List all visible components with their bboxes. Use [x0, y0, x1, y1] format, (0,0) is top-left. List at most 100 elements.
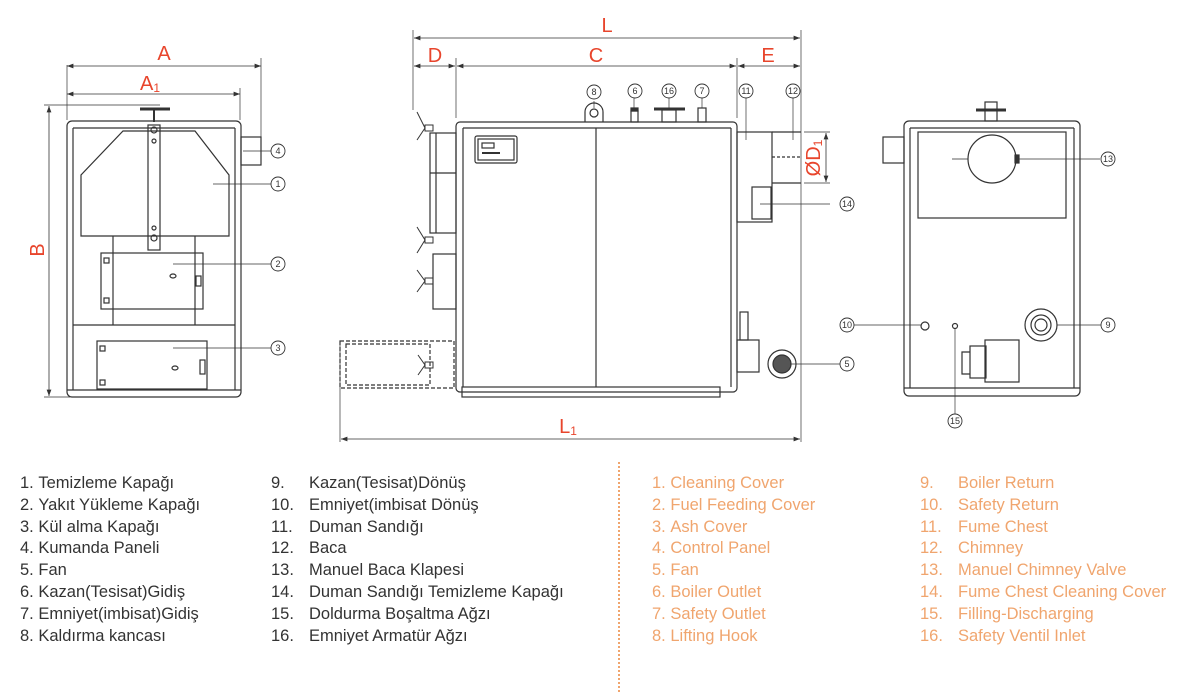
legend-item: 14.Fume Chest Cleaning Cover	[920, 582, 1167, 601]
rear-callouts	[839, 151, 1116, 429]
manual-chimney-valve	[967, 134, 1017, 184]
callout-4-text: 4	[275, 146, 280, 156]
callout-11-text: 11	[741, 86, 750, 96]
legend-item: 9.Boiler Return	[920, 474, 1055, 492]
callout-7	[694, 83, 710, 99]
legend-item: 13.Manuel Chimney Valve	[920, 561, 1127, 580]
callout-4	[270, 143, 286, 159]
legend-item: 5. Fan	[652, 561, 699, 580]
legend-item: 3. Ash Cover	[652, 517, 748, 536]
callout-12-text: 12	[788, 86, 798, 96]
legend-item: 14.Duman Sandığı Temizleme Kapağı	[271, 582, 564, 601]
callout-10	[839, 317, 855, 333]
callout-1	[270, 176, 286, 192]
legend-item: 15.Filling-Discharging	[920, 604, 1094, 623]
legend-item: 2. Yakıt Yükleme Kapağı	[20, 495, 201, 514]
callout-3-text: 3	[275, 343, 280, 353]
callout-15	[947, 413, 963, 429]
callout-5	[839, 356, 855, 372]
legend-item: 3. Kül alma Kapağı	[20, 517, 160, 536]
legend-item: 5. Fan	[20, 561, 67, 580]
legend-item: 7. Safety Outlet	[652, 604, 766, 623]
callout-16-text: 16	[664, 86, 674, 96]
legend-item: 4. Kumanda Paneli	[20, 539, 160, 558]
callout-16	[661, 83, 677, 99]
legend-item: 15.Doldurma Boşaltma Ağzı	[271, 604, 491, 623]
callout-6-text: 6	[632, 86, 637, 96]
handles	[416, 111, 434, 376]
legend-item: 6. Kazan(Tesisat)Gidiş	[20, 582, 186, 601]
legend-divider	[618, 462, 620, 692]
legend-item: 16.Emniyet Armatür Ağzı	[271, 626, 468, 645]
legend-item: 4. Control Panel	[652, 539, 771, 558]
callout-8	[586, 84, 602, 100]
legend-item: 11.Fume Chest	[920, 517, 1048, 536]
fume-chest-cleaning-cover	[751, 186, 772, 220]
callout-5-text: 5	[844, 359, 849, 369]
callout-12	[785, 83, 801, 99]
callout-14	[839, 196, 855, 212]
ash-cover	[96, 340, 208, 390]
callout-11	[738, 83, 754, 99]
legend-item: 8. Lifting Hook	[652, 626, 758, 645]
legend-item: 8. Kaldırma kancası	[20, 626, 166, 645]
callout-7-text: 7	[699, 86, 704, 96]
safety-outlet-pipe	[697, 107, 707, 123]
legend-item: 7. Emniyet(imbisat)Gidiş	[20, 604, 199, 623]
boiler-outlet-pipe	[630, 110, 639, 123]
dim-label-e: E	[761, 45, 774, 67]
callout-13-text: 13	[1103, 154, 1113, 164]
legend-english-left: 1. Cleaning Cover 2. Fuel Feeding Cover …	[652, 473, 815, 647]
callout-3	[270, 340, 286, 356]
rear-fume-chest	[917, 131, 1067, 219]
front-view	[44, 58, 271, 398]
rear-view	[854, 101, 1101, 414]
legend-turkish-right: 9.Kazan(Tesisat)Dönüş 10.Emniyet(imbisat…	[271, 473, 564, 647]
dim-label-b: B	[27, 243, 49, 256]
control-panel-display	[474, 135, 518, 164]
safety-return-port	[920, 321, 930, 331]
legend-item: 6. Boiler Outlet	[652, 582, 762, 601]
dim-label-a: A	[157, 43, 171, 65]
callout-14-text: 14	[842, 199, 852, 209]
legend-item: 1. Cleaning Cover	[652, 474, 785, 492]
legend-item: 13.Manuel Baca Klapesi	[271, 561, 465, 580]
dim-label-a1: A1	[140, 73, 160, 95]
callout-1-text: 1	[275, 179, 280, 189]
filling-discharging-port	[951, 322, 959, 330]
callout-2-text: 2	[275, 259, 280, 269]
legend-item: 1. Temizleme Kapağı	[20, 474, 175, 492]
callout-6	[627, 83, 643, 99]
legend-item: 10.Safety Return	[920, 495, 1059, 514]
rear-fan-housing	[984, 339, 1020, 383]
dim-label-c: C	[589, 45, 603, 67]
callout-8-text: 8	[591, 87, 596, 97]
legend-turkish-left: 1. Temizleme Kapağı 2. Yakıt Yükleme Kap…	[20, 473, 200, 647]
safety-ventil-inlet	[661, 109, 677, 123]
rear-body	[903, 120, 1081, 397]
fume-chest	[736, 131, 773, 223]
boiler-return-flange	[1024, 308, 1058, 342]
ash-drawer	[339, 340, 455, 389]
dim-label-l: L	[601, 15, 612, 37]
cleaning-cover	[80, 130, 230, 237]
legend-item: 10.Emniyet(imbisat Dönüş	[271, 495, 479, 514]
fuel-feeding-cover	[100, 252, 204, 310]
dim-label-l1: L1	[559, 416, 577, 438]
side-view	[339, 30, 840, 442]
dim-label-d: D	[428, 45, 442, 67]
legend-item: 11.Duman Sandığı	[271, 517, 424, 536]
callout-15-text: 15	[950, 416, 960, 426]
legend-item: 12.Chimney	[920, 539, 1024, 558]
legend-item: 16.Safety Ventil Inlet	[920, 626, 1086, 645]
dim-label-d1: ØD1	[803, 139, 825, 176]
legend-item: 2. Fuel Feeding Cover	[652, 495, 816, 514]
legend-item: 9.Kazan(Tesisat)Dönüş	[271, 474, 466, 492]
callout-9	[1100, 317, 1116, 333]
callout-10-text: 10	[842, 320, 852, 330]
legend-english-right: 9.Boiler Return 10.Safety Return 11.Fume…	[920, 473, 1166, 647]
front-callouts	[270, 143, 286, 356]
boiler-technical-drawing: 4 1 2 3 A A1 B	[27, 15, 1116, 442]
side-callouts	[586, 83, 855, 372]
callout-13	[1100, 151, 1116, 167]
